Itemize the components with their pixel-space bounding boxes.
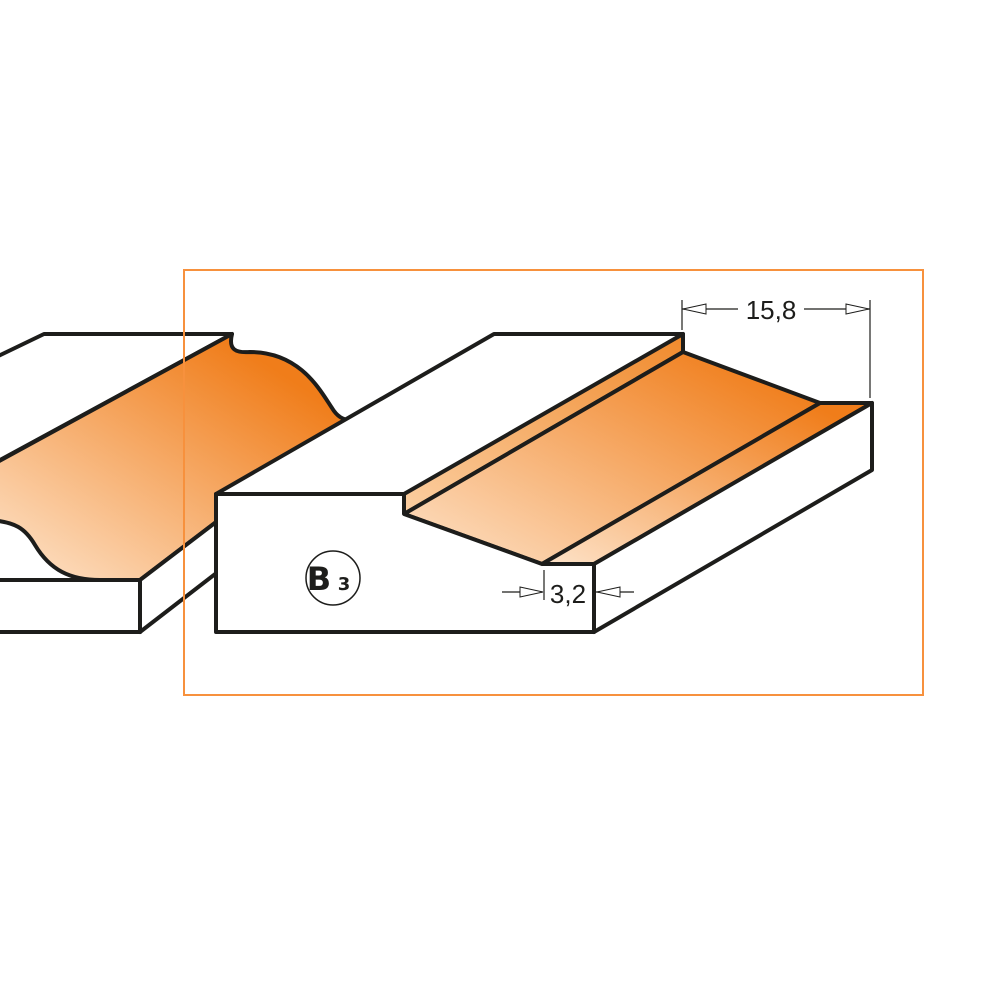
right-panel-front-face [214, 492, 596, 634]
left-panel-front-face [0, 578, 142, 634]
profile-badge-letter: B [307, 560, 331, 598]
profile-badge-subscript: 3 [338, 574, 351, 595]
profile-badge: B 3 [305, 550, 361, 606]
dimension-width: 15,8 [681, 295, 871, 398]
right-panel-piece [214, 332, 874, 634]
dimension-step: 3,2 [502, 570, 634, 609]
dimension-width-label: 15,8 [746, 295, 797, 325]
left-panel-profile-surface [0, 332, 352, 582]
highlight-frame [183, 269, 924, 696]
right-panel-side-face [592, 401, 874, 634]
dimension-step-label: 3,2 [550, 579, 586, 609]
